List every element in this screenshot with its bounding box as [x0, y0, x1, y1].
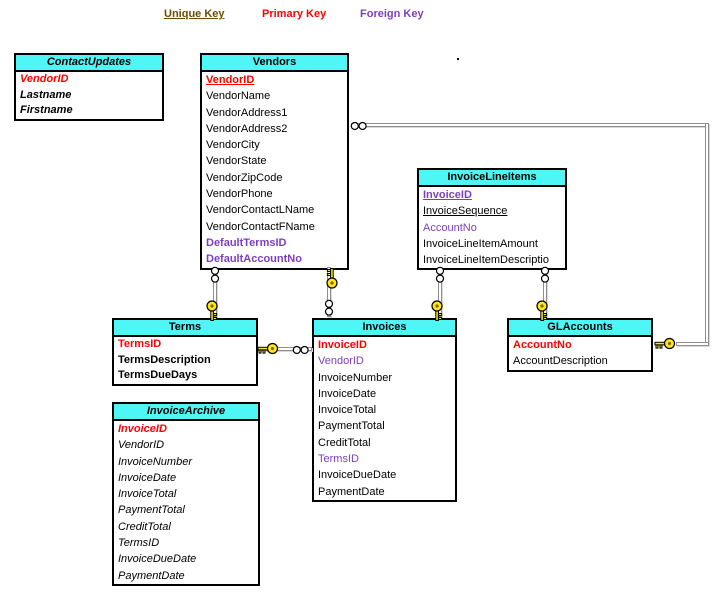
field-invoicelineitems-invoicesequence[interactable]: InvoiceSequence: [423, 205, 508, 218]
connector-vendors-glaccounts-right[interactable]: [705, 123, 709, 346]
field-invoices-invoicenumber[interactable]: InvoiceNumber: [318, 371, 392, 384]
connector-vendors-glaccounts-top[interactable]: [351, 123, 709, 127]
field-glaccounts-accountno[interactable]: AccountNo: [513, 339, 572, 351]
field-vendors-vendoraddress2[interactable]: VendorAddress2: [206, 122, 288, 135]
many-symbol-icon: [350, 119, 368, 137]
table-glaccounts[interactable]: GLAccounts AccountNo AccountDescription: [507, 318, 653, 372]
many-symbol-icon: [434, 266, 446, 289]
field-glaccounts-accountdescription[interactable]: AccountDescription: [513, 355, 608, 368]
key-symbol-icon: [206, 300, 225, 322]
field-invoices-invoiceid[interactable]: InvoiceID: [318, 339, 367, 351]
field-invoicelineitems-amount[interactable]: InvoiceLineItemAmount: [423, 237, 538, 250]
key-symbol-icon: [431, 300, 450, 322]
many-symbol-icon: [292, 343, 310, 361]
connector-vendors-glaccounts-bottom[interactable]: [676, 342, 709, 346]
stray-dot: [457, 58, 459, 60]
field-invoicearchive-credittotal[interactable]: CreditTotal: [118, 520, 171, 533]
table-invoices-title[interactable]: Invoices: [314, 320, 455, 337]
field-invoices-vendorid[interactable]: VendorID: [318, 355, 364, 368]
legend-foreign-key: Foreign Key: [360, 8, 424, 20]
table-invoicelineitems-title[interactable]: InvoiceLineItems: [419, 170, 565, 187]
field-contactupdates-lastname[interactable]: Lastname: [20, 88, 72, 101]
legend-primary-key: Primary Key: [262, 8, 327, 20]
field-vendors-vendoraddress1[interactable]: VendorAddress1: [206, 106, 288, 119]
table-vendors-title[interactable]: Vendors: [202, 55, 347, 72]
field-invoices-paymenttotal[interactable]: PaymentTotal: [318, 420, 385, 433]
field-invoicelineitems-description[interactable]: InvoiceLineItemDescriptio: [423, 254, 549, 267]
field-vendors-defaulttermsid[interactable]: DefaultTermsID: [206, 236, 287, 249]
field-vendors-vendorstate[interactable]: VendorState: [206, 155, 267, 168]
field-invoicearchive-termsid[interactable]: TermsID: [118, 537, 160, 550]
field-invoicearchive-invoicedate[interactable]: InvoiceDate: [118, 471, 177, 484]
table-invoicelineitems[interactable]: InvoiceLineItems InvoiceID InvoiceSequen…: [417, 168, 567, 271]
field-vendors-vendorcity[interactable]: VendorCity: [206, 139, 260, 152]
field-invoicearchive-invoiceduedate[interactable]: InvoiceDueDate: [118, 553, 197, 566]
many-symbol-icon: [323, 299, 335, 322]
field-invoicearchive-vendorid[interactable]: VendorID: [118, 439, 165, 452]
field-contactupdates-vendorid[interactable]: VendorID: [20, 73, 69, 85]
field-invoices-invoicedate[interactable]: InvoiceDate: [318, 387, 377, 400]
key-symbol-icon: [320, 268, 339, 290]
field-invoices-credittotal[interactable]: CreditTotal: [318, 436, 371, 449]
field-invoicearchive-invoicetotal[interactable]: InvoiceTotal: [118, 488, 177, 501]
table-terms-title[interactable]: Terms: [114, 320, 256, 337]
field-terms-termsid[interactable]: TermsID: [118, 338, 162, 350]
field-invoicelineitems-invoiceid[interactable]: InvoiceID: [423, 189, 472, 201]
key-symbol-icon: [536, 300, 555, 322]
table-contactupdates[interactable]: ContactUpdates VendorID Lastname Firstna…: [14, 53, 164, 122]
key-symbol-icon: [257, 342, 279, 361]
many-symbol-icon: [209, 266, 221, 289]
table-contactupdates-title[interactable]: ContactUpdates: [16, 55, 162, 72]
field-invoices-invoiceduedate[interactable]: InvoiceDueDate: [318, 469, 397, 482]
table-invoices[interactable]: Invoices InvoiceID VendorID InvoiceNumbe…: [312, 318, 457, 502]
field-invoices-termsid[interactable]: TermsID: [318, 453, 359, 466]
field-terms-termsduedays[interactable]: TermsDueDays: [118, 369, 198, 382]
field-vendors-vendorphone[interactable]: VendorPhone: [206, 188, 273, 201]
field-invoicelineitems-accountno[interactable]: AccountNo: [423, 221, 477, 234]
field-vendors-vendorid[interactable]: VendorID: [206, 74, 255, 86]
field-terms-termsdescription[interactable]: TermsDescription: [118, 353, 211, 366]
connector-vendors-invoices[interactable]: [327, 267, 331, 317]
table-invoicearchive-title[interactable]: InvoiceArchive: [114, 404, 258, 421]
table-invoicearchive[interactable]: InvoiceArchive InvoiceID VendorID Invoic…: [112, 402, 260, 586]
field-invoicearchive-invoicenumber[interactable]: InvoiceNumber: [118, 455, 192, 468]
legend-unique-key: Unique Key: [164, 8, 225, 20]
field-invoicearchive-paymentdate[interactable]: PaymentDate: [118, 569, 185, 582]
field-invoicearchive-invoiceid[interactable]: InvoiceID: [118, 423, 167, 435]
table-vendors[interactable]: Vendors VendorID VendorName VendorAddres…: [200, 53, 349, 270]
field-vendors-vendorzipcode[interactable]: VendorZipCode: [206, 171, 283, 184]
field-invoices-invoicetotal[interactable]: InvoiceTotal: [318, 404, 377, 417]
field-vendors-vendorcontactlname[interactable]: VendorContactLName: [206, 204, 315, 217]
field-vendors-defaultaccountno[interactable]: DefaultAccountNo: [206, 253, 302, 266]
table-glaccounts-title[interactable]: GLAccounts: [509, 320, 651, 337]
field-contactupdates-firstname[interactable]: Firstname: [20, 104, 73, 117]
field-invoicearchive-paymenttotal[interactable]: PaymentTotal: [118, 504, 185, 517]
key-symbol-icon: [654, 337, 676, 356]
many-symbol-icon: [539, 266, 551, 289]
field-invoices-paymentdate[interactable]: PaymentDate: [318, 485, 385, 498]
table-terms[interactable]: Terms TermsID TermsDescription TermsDueD…: [112, 318, 258, 387]
field-vendors-vendorcontactfname[interactable]: VendorContactFName: [206, 220, 315, 233]
field-vendors-vendorname[interactable]: VendorName: [206, 90, 271, 103]
